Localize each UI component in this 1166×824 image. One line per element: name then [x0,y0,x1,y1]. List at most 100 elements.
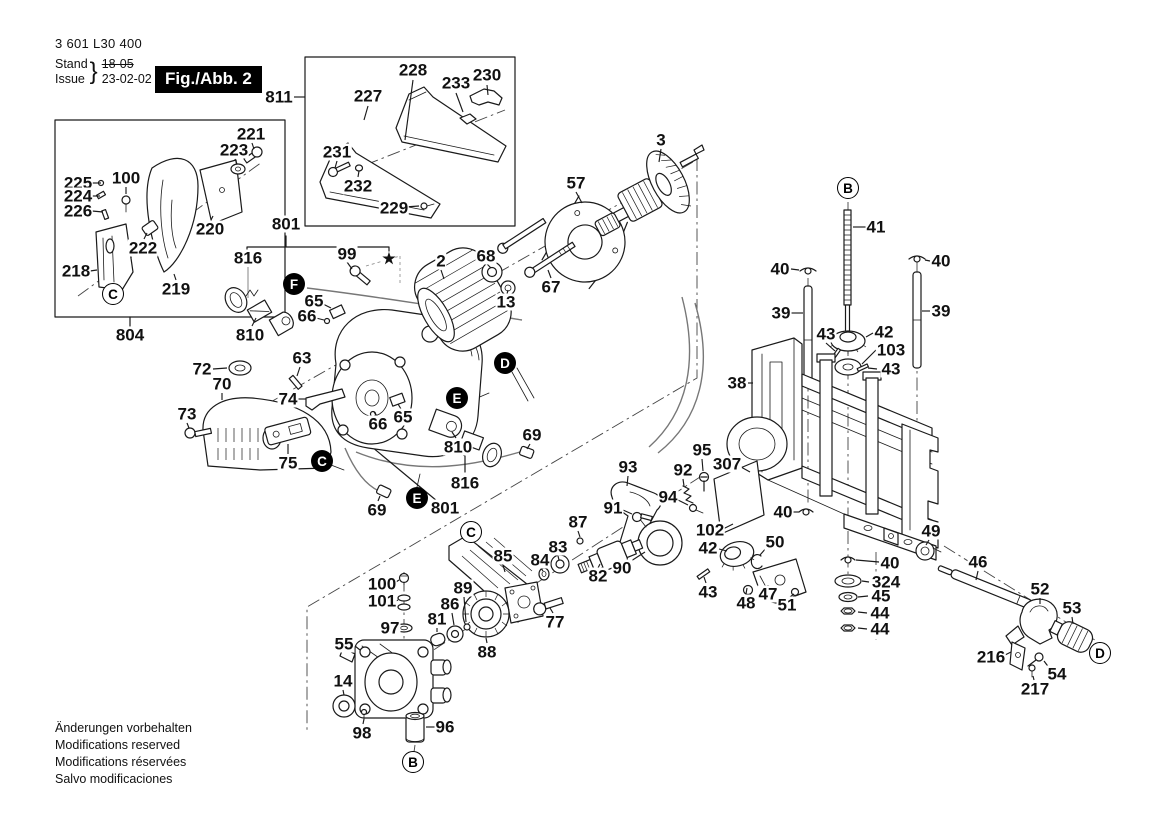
part-label: 40 [772,502,794,522]
arm-pulley-gearbox [332,535,564,743]
part-label: 804 [114,325,146,345]
part-label: 98 [351,723,373,743]
part-label: 82 [587,566,609,586]
part-label: 101 [366,591,398,611]
assembly-marker-C: C [102,283,124,305]
part-label: 65 [303,291,325,311]
part-label: 100 [366,574,398,594]
assembly-marker-B: B [402,751,424,773]
part-label: 218 [60,261,92,281]
part-label: 66 [367,414,389,434]
part-label: 63 [291,348,313,368]
part-label: 227 [352,86,384,106]
part-label: 73 [176,404,198,424]
part-label: 324 [870,572,902,592]
footnote-line: Salvo modificaciones [55,771,173,786]
part-label: 69 [366,500,388,520]
assembly-marker-F: F [283,273,305,295]
title-block: 3 601 L30 400 Stand Issue } 18-05 23-02-… [55,36,152,87]
part-label: 47 [757,584,779,604]
part-label: 228 [397,60,429,80]
part-label: 43 [880,359,902,379]
assembly-marker-D: D [494,352,516,374]
part-label: 86 [439,594,461,614]
part-label: 40 [930,251,952,271]
part-label: 44 [869,619,891,639]
part-label: 91 [602,498,624,518]
part-label: 3 [655,130,667,150]
part-label: 97 [379,618,401,638]
doc-part-number: 3 601 L30 400 [55,36,143,51]
part-label: 41 [865,217,887,237]
part-label: 100 [110,168,142,188]
part-label: 43 [815,324,837,344]
part-label: 816 [232,248,264,268]
part-label: 66 [296,306,318,326]
assembly-marker-E: E [446,387,468,409]
part-label: 103 [875,340,907,360]
stand-label: Stand [55,57,88,71]
part-label: 69 [521,425,543,445]
revision-brace: } [89,57,98,85]
issue-label: Issue [55,71,85,86]
part-label: 77 [544,612,566,632]
part-label: 68 [475,246,497,266]
part-label: 42 [873,322,895,342]
part-label: 83 [547,537,569,557]
assembly-marker-E: E [406,487,428,509]
part-label: 43 [697,582,719,602]
part-label: 81 [426,609,448,629]
part-label: 67 [540,277,562,297]
part-label: 220 [194,219,226,239]
stand-value: 18-05 [101,57,134,71]
part-label: 50 [764,532,786,552]
part-label: 49 [920,521,942,541]
part-label: 99 [336,244,358,264]
part-label: 94 [657,487,679,507]
part-label: 72 [191,359,213,379]
part-label: 44 [869,603,891,623]
part-label: 222 [127,238,159,258]
part-label: 217 [1019,679,1051,699]
part-label: 225 [62,173,94,193]
part-label: 102 [694,520,726,540]
part-label: 55 [333,634,355,654]
part-label: 54 [1046,664,1068,684]
part-label: 14 [332,671,354,691]
part-label: 810 [442,437,474,457]
part-label: 96 [434,717,456,737]
part-label: 13 [495,292,517,312]
revision-block: Stand Issue } 18-05 23-02-02 [55,57,152,87]
figure-badge: Fig./Abb. 2 [155,66,262,93]
part-label: 810 [234,325,266,345]
part-label: 2 [435,251,447,271]
part-label: 70 [211,374,233,394]
part-label: 223 [218,140,250,160]
part-label: 40 [879,553,901,573]
footnote-line: Änderungen vorbehalten [55,721,192,735]
part-label: 65 [392,407,414,427]
part-label: 46 [967,552,989,572]
part-label: 232 [342,176,374,196]
assembly-marker-B: B [837,177,859,199]
lever-spindle-cluster [538,481,704,581]
part-label: 42 [697,538,719,558]
part-label: 92 [672,460,694,480]
part-label: 801 [270,214,302,234]
part-label: 224 [62,186,94,206]
part-label: 84 [529,550,551,570]
part-label: 230 [471,65,503,85]
footnote-line: Modifications reserved [55,737,181,752]
part-label: 52 [1029,579,1051,599]
star-symbol: ★ [382,250,396,268]
part-label: 811 [264,87,294,107]
part-label: 226 [62,201,94,221]
part-label: 801 [429,498,461,518]
part-label: 88 [476,642,498,662]
assembly-marker-C: C [460,521,482,543]
part-label: 229 [378,198,410,218]
part-label: 85 [492,546,514,566]
part-label: 39 [930,301,952,321]
